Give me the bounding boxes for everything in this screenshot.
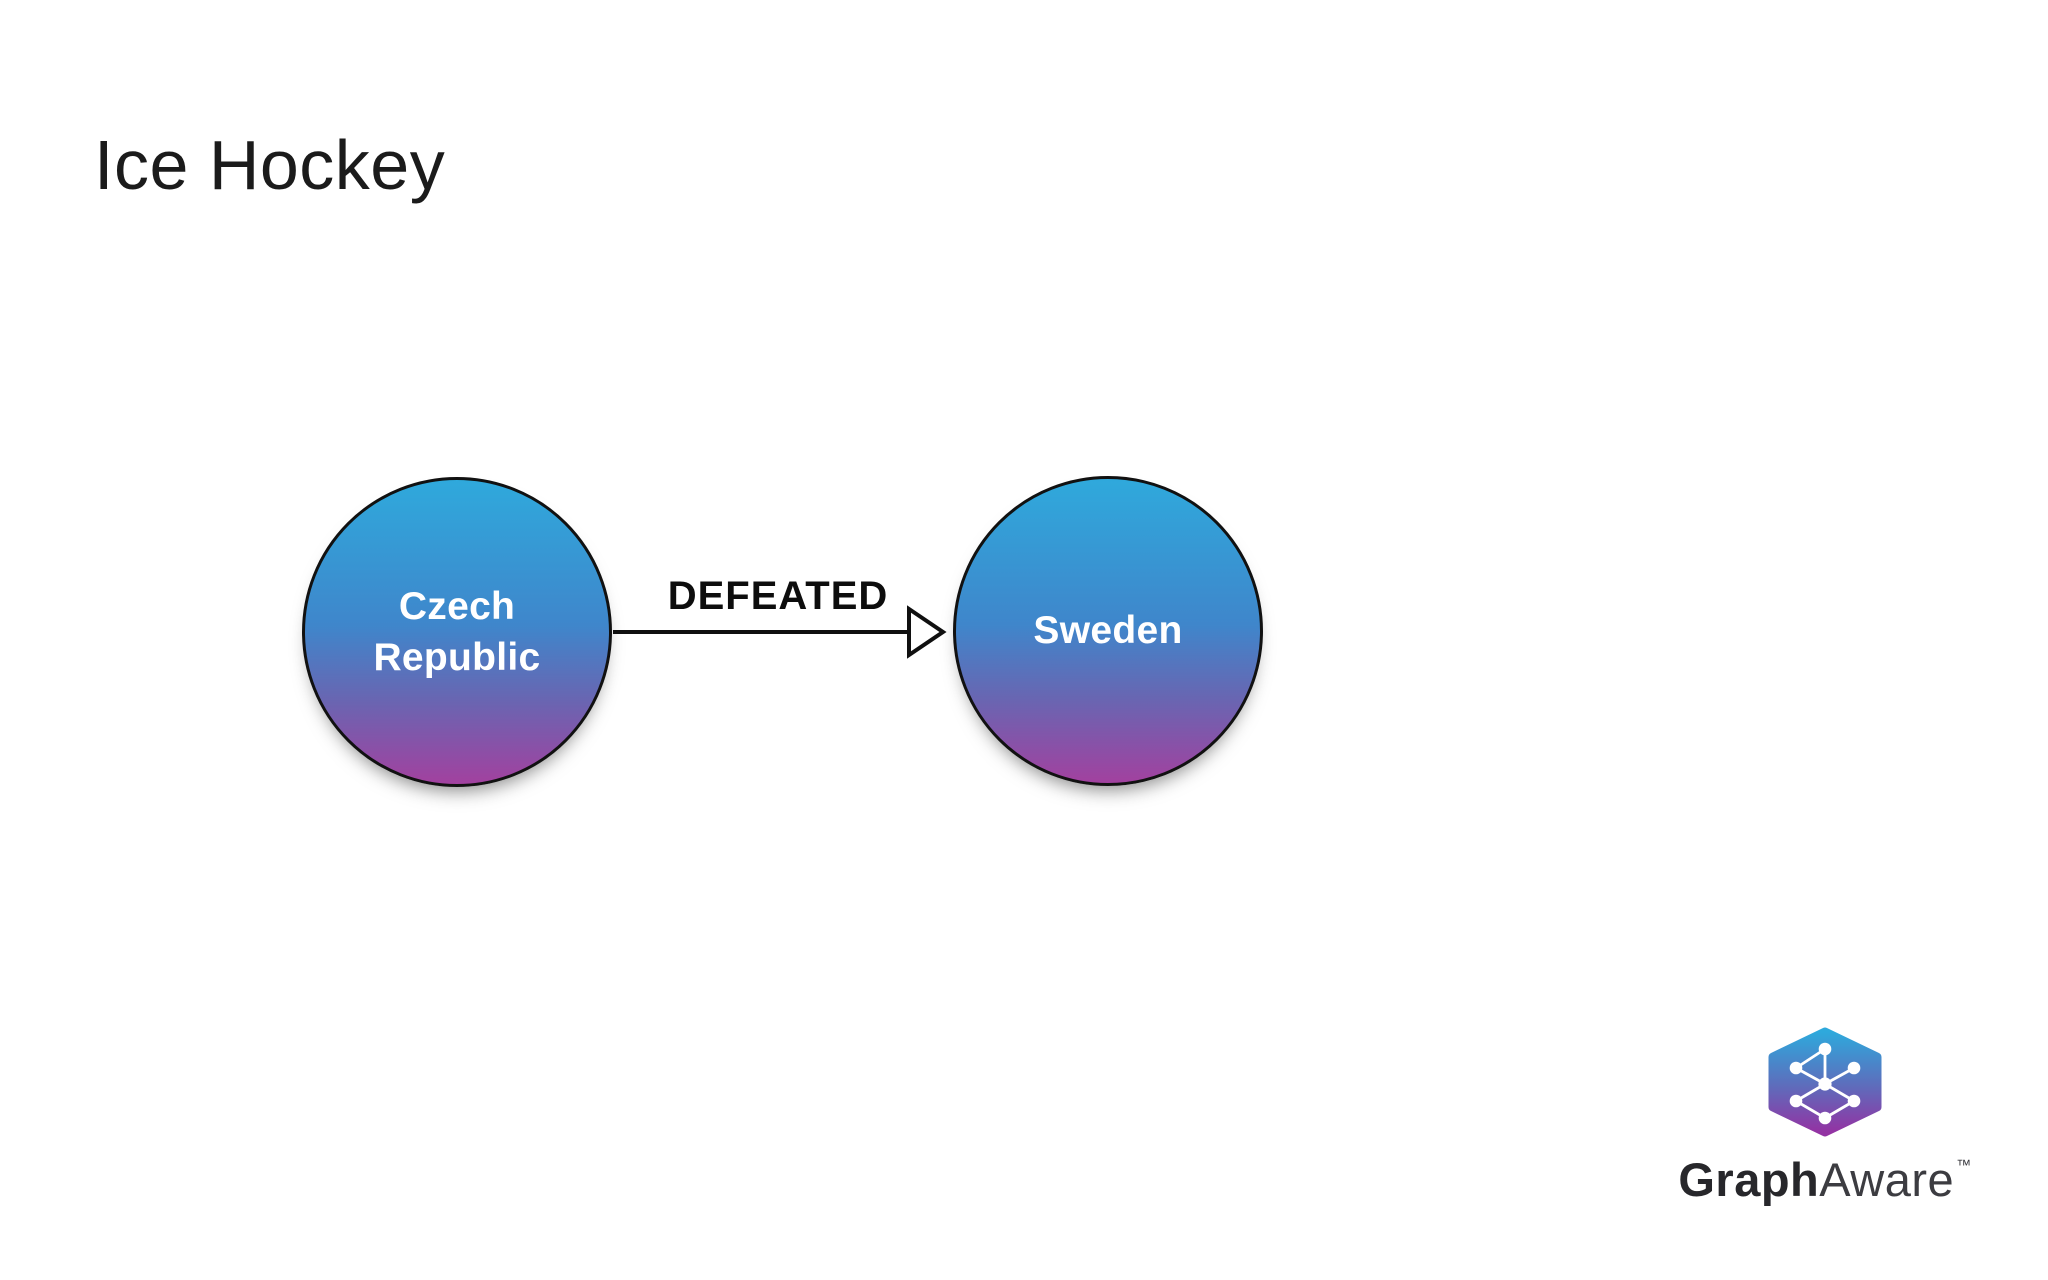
relationship-label: DEFEATED xyxy=(667,574,889,618)
page-title: Ice Hockey xyxy=(94,126,446,204)
node-czech-republic-label: Czech Republic xyxy=(373,584,541,679)
wordmark-aware: Aware xyxy=(1819,1153,1955,1206)
node-sweden-label: Sweden xyxy=(1033,609,1183,653)
trademark-symbol: ™ xyxy=(1956,1157,1972,1174)
node-sweden: Sweden xyxy=(953,476,1263,786)
wordmark-graph: Graph xyxy=(1678,1153,1820,1206)
graphaware-hexagon-network-icon xyxy=(1768,1027,1882,1137)
node-czech-republic: Czech Republic xyxy=(302,477,612,787)
arrow-icon xyxy=(613,605,947,659)
